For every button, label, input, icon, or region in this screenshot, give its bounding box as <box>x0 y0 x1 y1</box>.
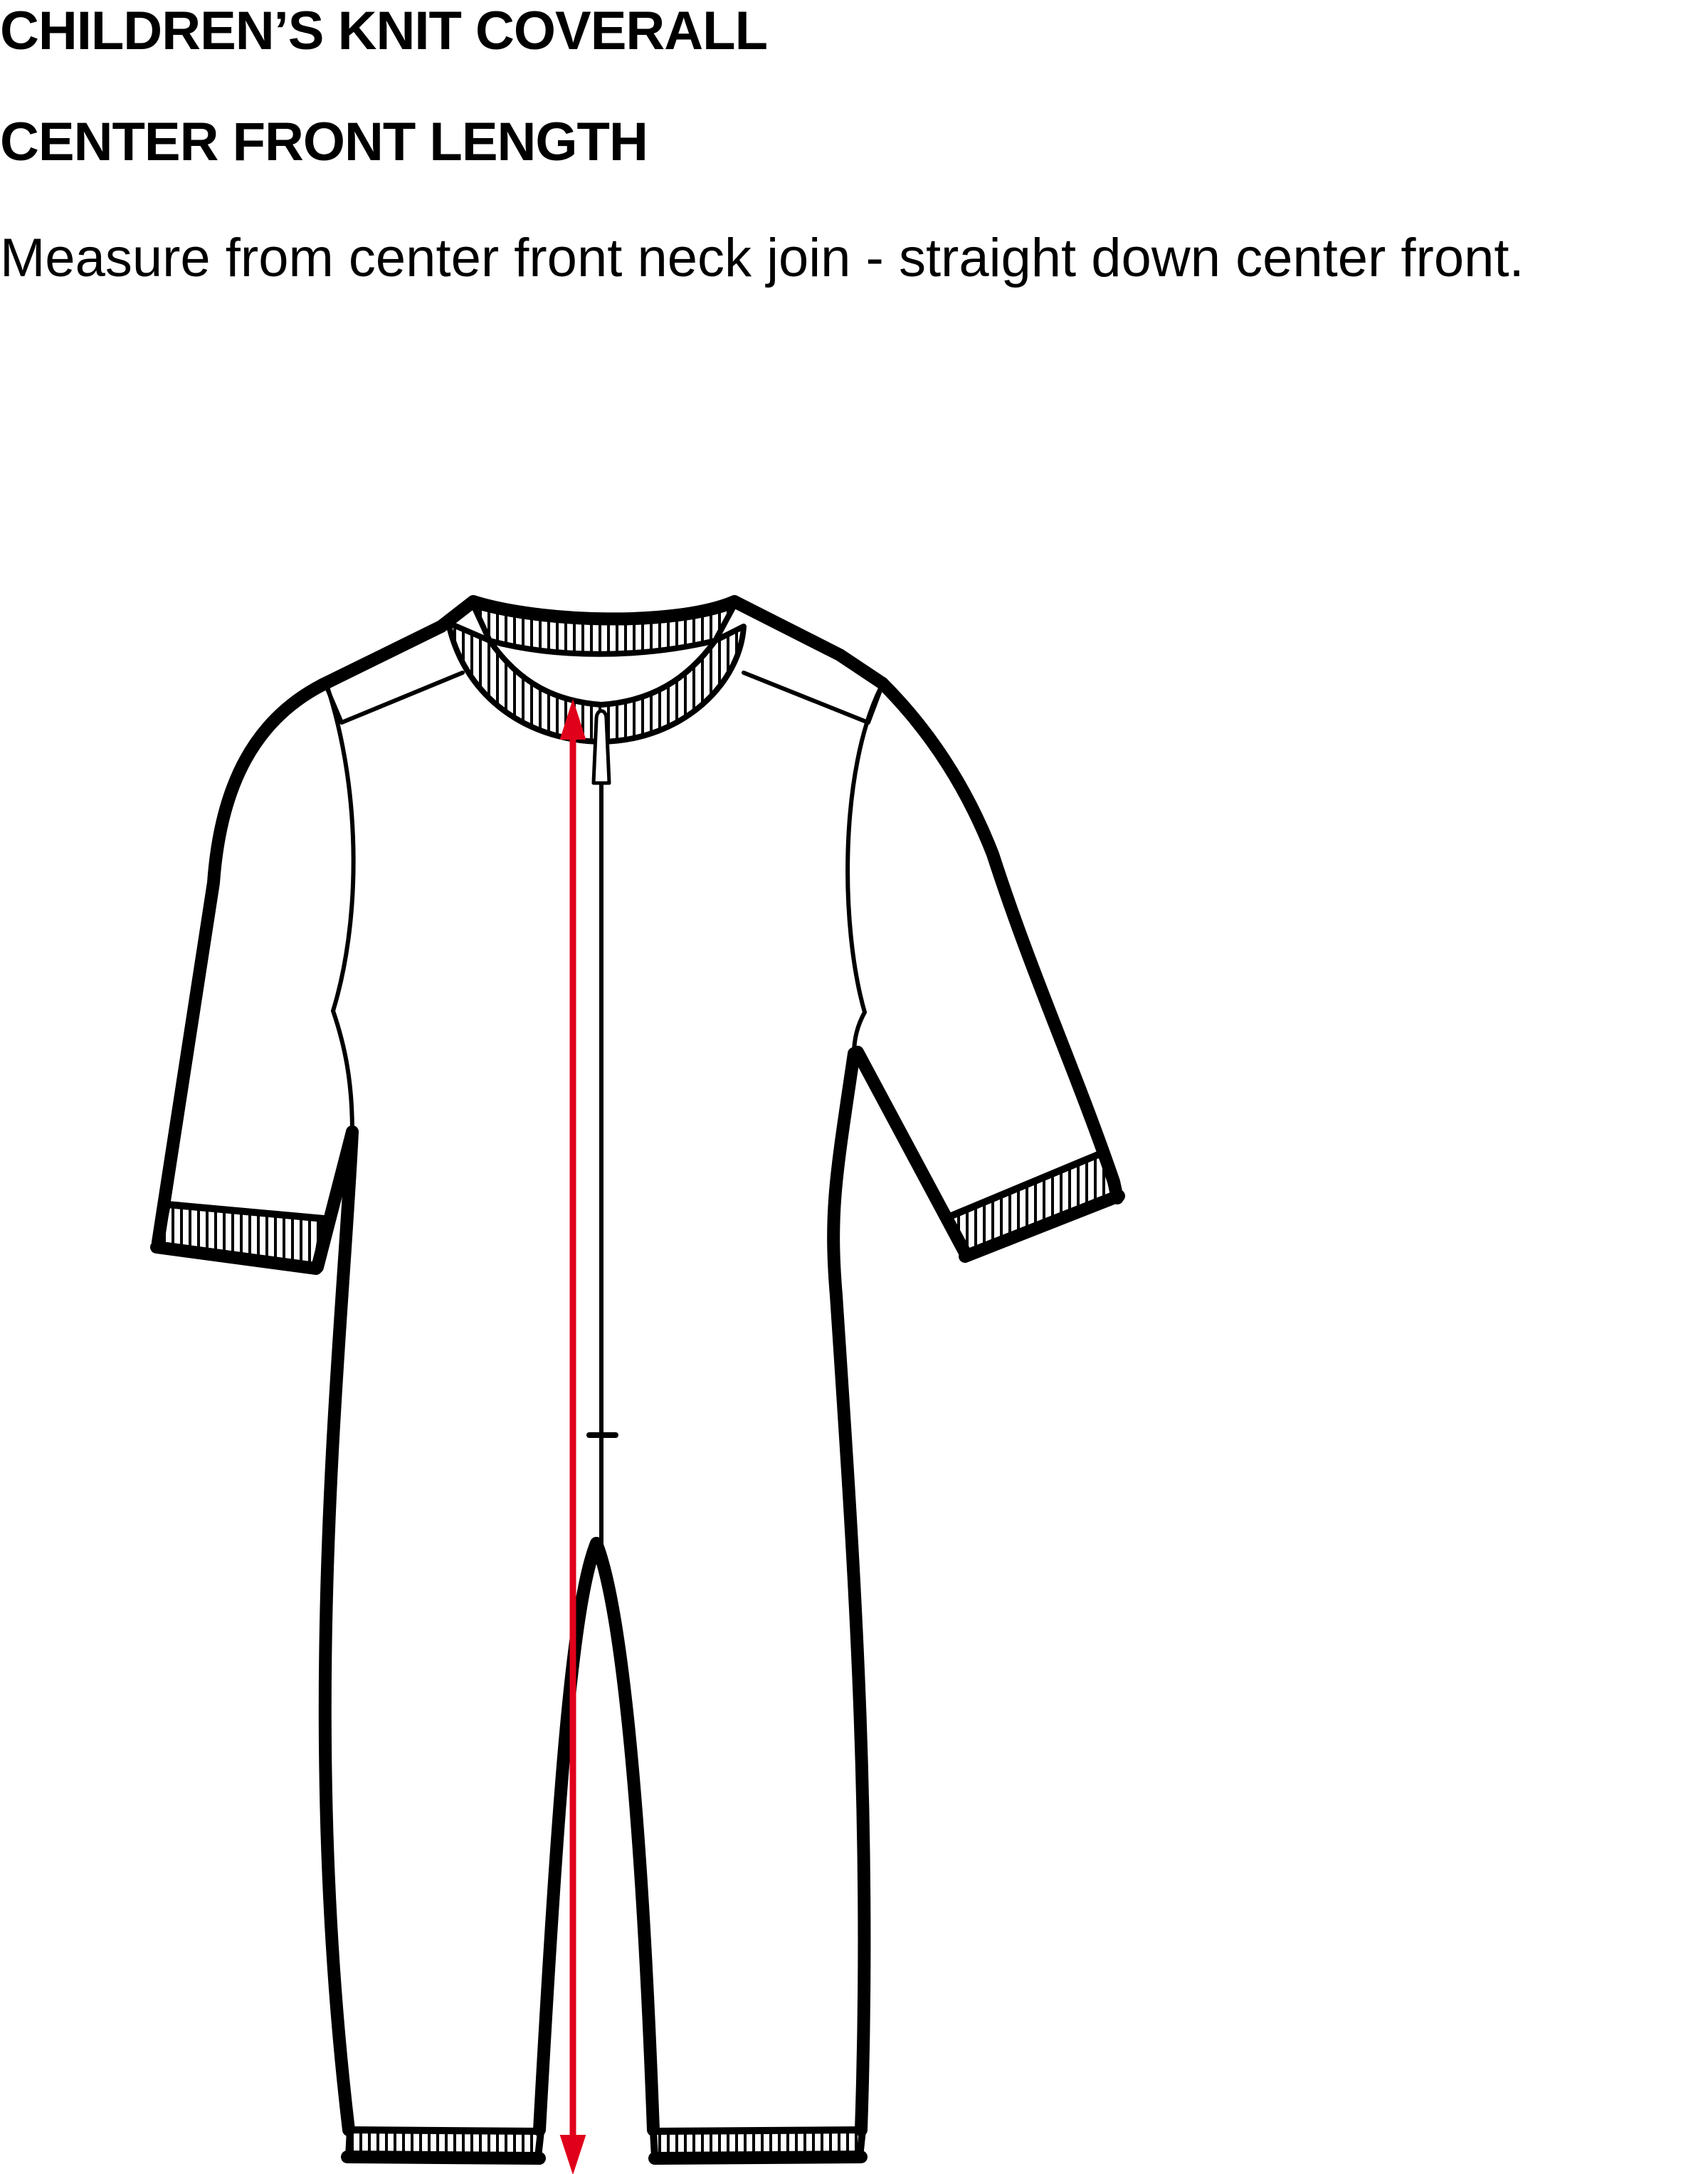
right-cuff-edge <box>959 1190 1125 1263</box>
measurement-name: CENTER FRONT LENGTH <box>0 112 648 172</box>
left-cuff-edge <box>150 1241 322 1275</box>
arrow-head-bottom <box>559 2135 586 2174</box>
left-sleeve-outer <box>152 678 329 1249</box>
page-title: CHILDREN’S KNIT COVERALL <box>0 1 768 61</box>
measurement-instruction: Measure from center front neck join - st… <box>0 228 1524 288</box>
left-yoke-seam <box>325 671 465 725</box>
left-shoulder <box>316 595 480 691</box>
coverall-garment <box>150 586 1125 2165</box>
garment-body-outline <box>318 586 1040 2153</box>
arrow-head-top <box>559 698 586 740</box>
left-leg-cuff-bottom <box>341 2151 546 2165</box>
left-sleeve-seam <box>325 685 356 1134</box>
right-leg-cuff-bottom <box>648 2151 868 2165</box>
body-right-side <box>827 1047 871 2136</box>
right-yoke-seam <box>742 671 885 725</box>
center-front-length-arrow <box>559 698 586 2174</box>
inner-leg-left <box>533 1537 603 2136</box>
collar-front <box>446 620 747 745</box>
collar-top-edge <box>467 595 741 626</box>
body-left-side <box>318 1125 359 2136</box>
inner-leg-right <box>590 1537 660 2136</box>
right-sleeve-outer <box>876 677 1124 1204</box>
zipper-pull <box>591 709 611 785</box>
right-sleeve-seam <box>845 685 883 1056</box>
right-shoulder <box>728 595 889 690</box>
